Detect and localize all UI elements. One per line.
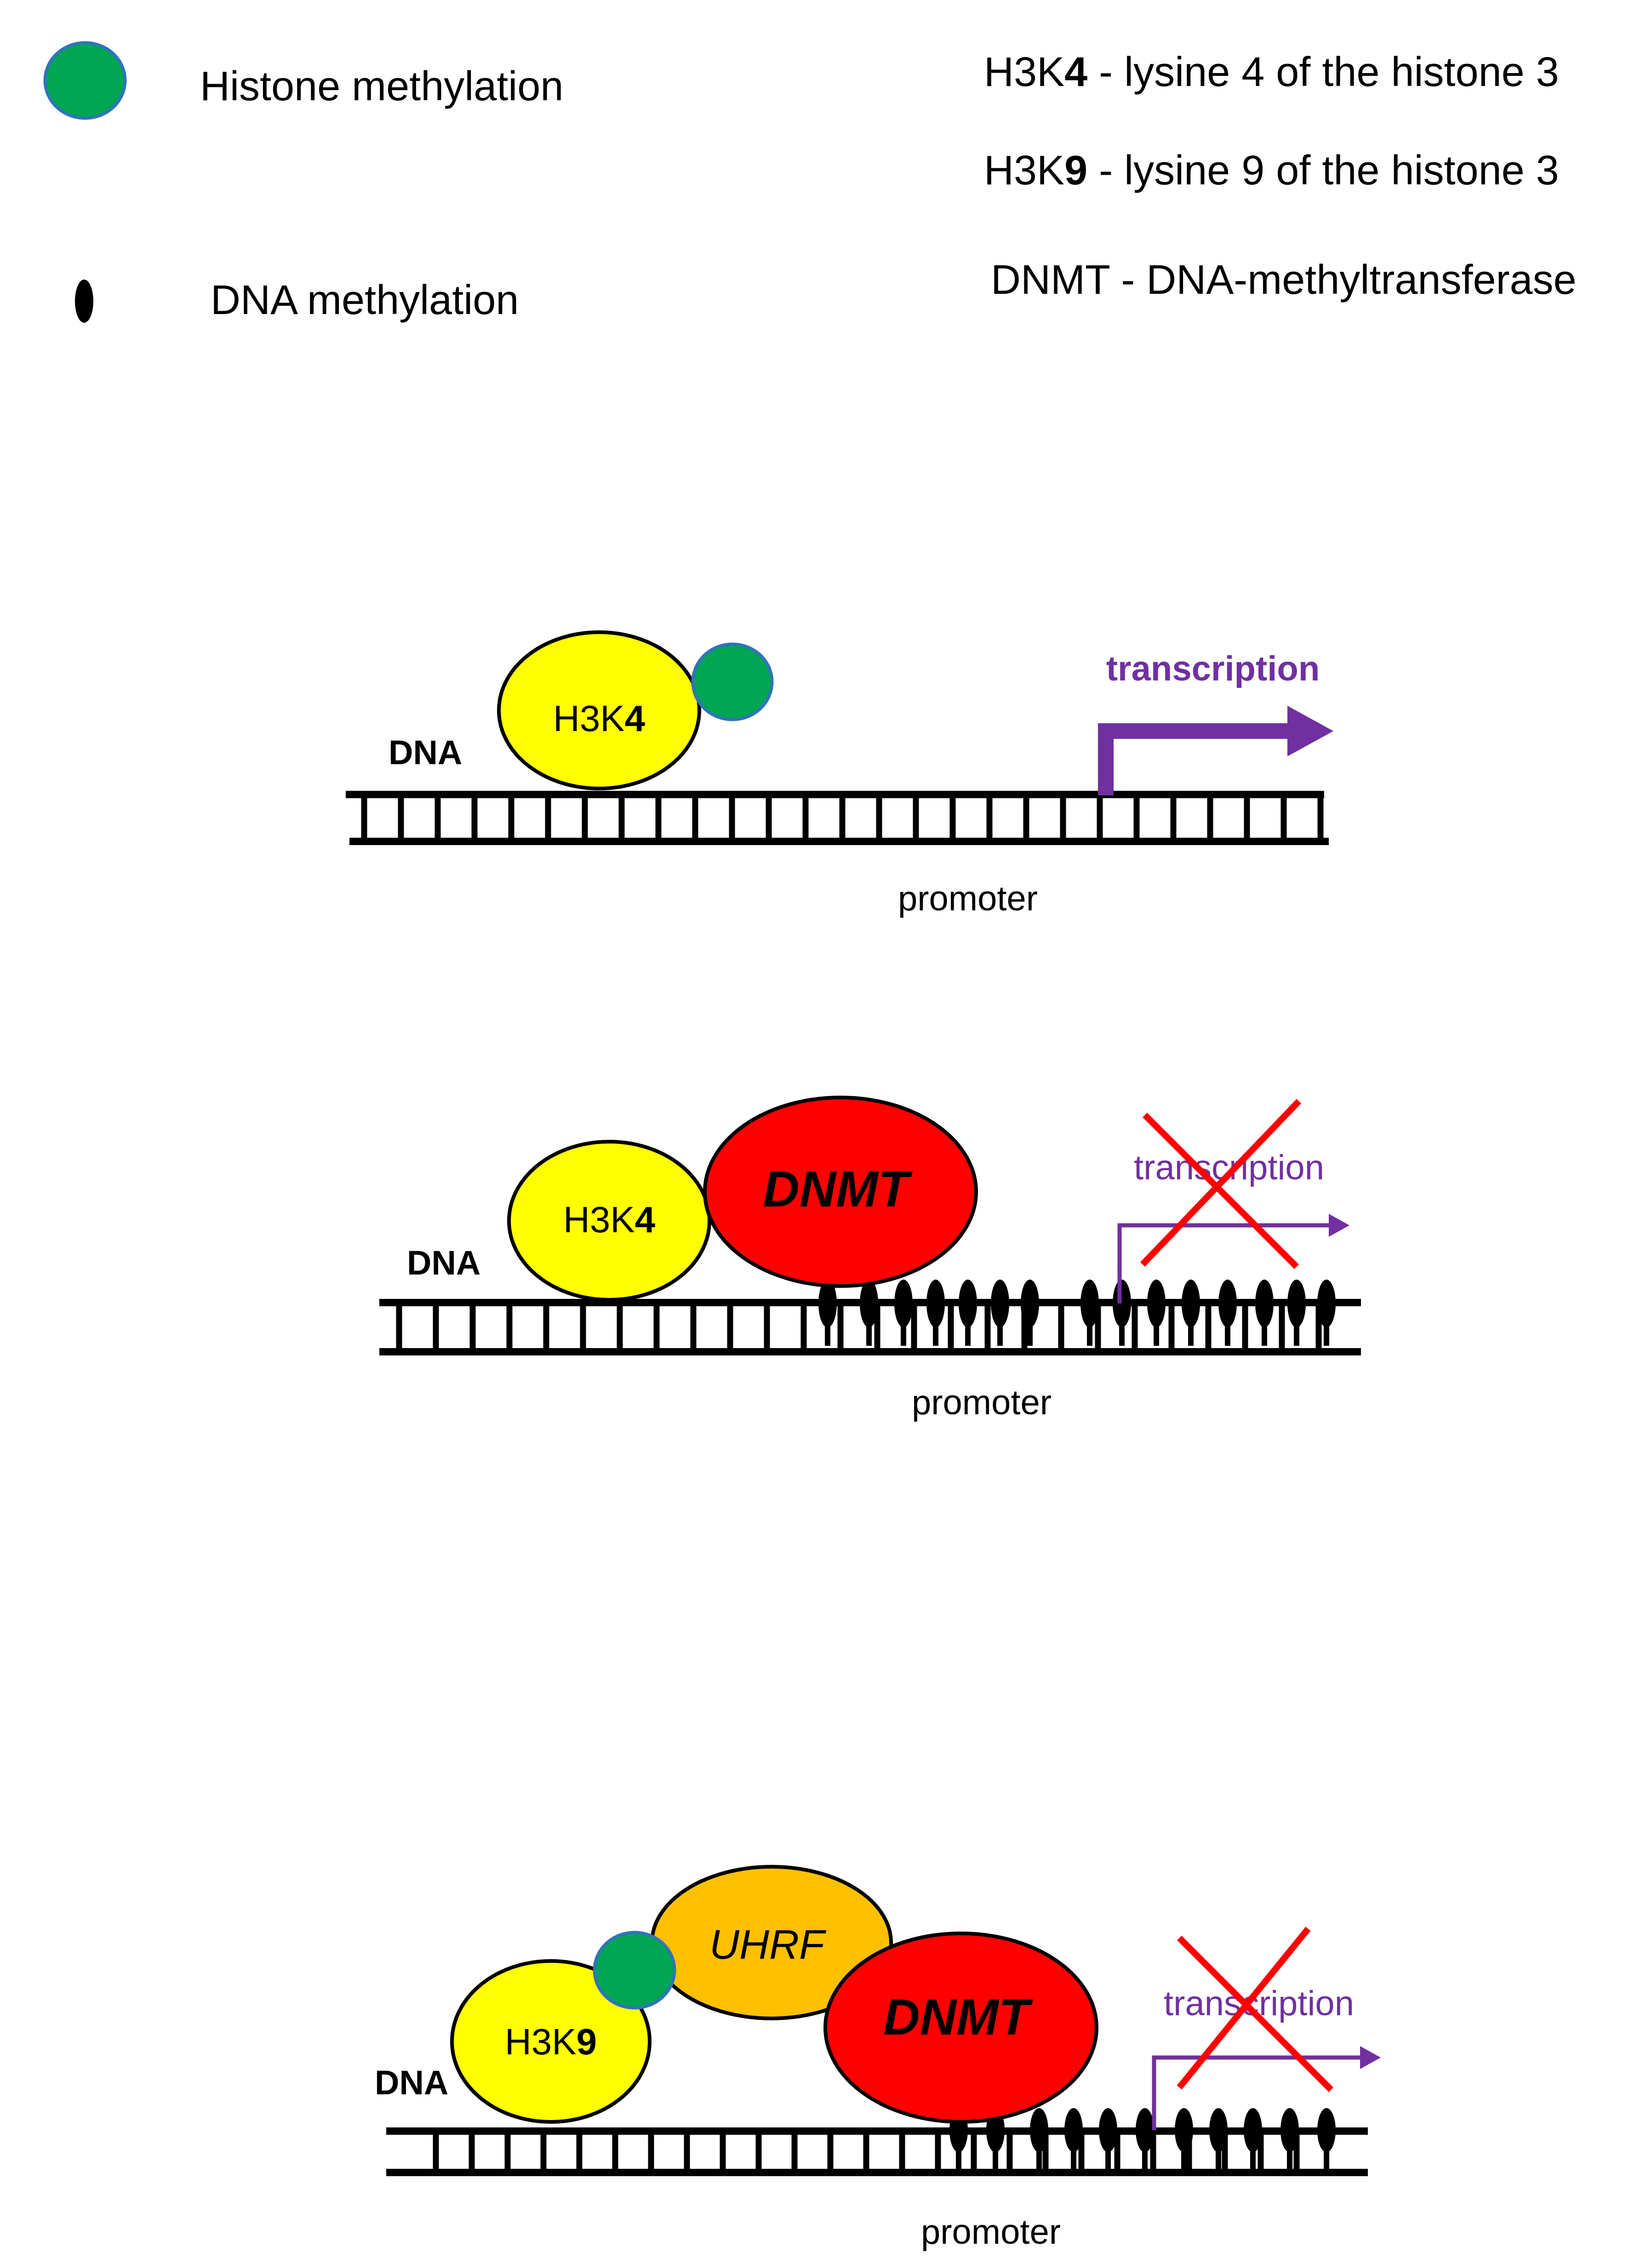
dna-methylation-legend-icon (75, 280, 93, 323)
dna-label: DNA (375, 2064, 448, 2102)
h3k9-definition: H3K9 - lysine 9 of the histone 3 (984, 148, 1559, 194)
panel-uhrf-dnmt-silencing: UHRF DNMT H3K9 DNA transcription promote… (375, 1865, 1381, 2252)
dna-double-strand (346, 791, 1329, 845)
dna-methylation-marks (818, 1280, 1336, 1346)
legend: Histone methylation DNA methylation H3K4… (43, 41, 1577, 323)
dna-double-strand (386, 2127, 1368, 2176)
h3k4-histone-label: H3K4 (563, 1199, 656, 1240)
dna-label: DNA (389, 733, 462, 772)
dna-label: DNA (407, 1244, 480, 1282)
histone-methylation-mark (593, 1931, 676, 2010)
histone-methylation-legend-label: Histone methylation (200, 63, 563, 109)
h3k4-histone (497, 630, 701, 790)
transcription-arrow (1117, 1214, 1349, 1303)
transcription-label: transcription (1106, 649, 1320, 688)
transcription-arrow (1098, 706, 1333, 795)
panel-active-transcription: DNA H3K4 transcription promoter (346, 630, 1333, 918)
histone-methylation-legend-icon (43, 41, 127, 120)
promoter-label: promoter (912, 1383, 1052, 1422)
dnmt-definition: DNMT - DNA-methyltransferase (991, 257, 1577, 303)
h3k9-histone (450, 1959, 652, 2124)
h3k9-histone-label: H3K9 (505, 2021, 597, 2062)
dnmt-enzyme-label: DNMT (763, 1161, 913, 1218)
promoter-label: promoter (921, 2212, 1061, 2252)
panel-dnmt-silencing: DNA H3K4 DNMT transcription promoter (379, 1096, 1361, 1422)
dnmt-enzyme (703, 1096, 978, 1288)
transcription-blocked-cross (1177, 1926, 1333, 2092)
dnmt-enzyme-label: DNMT (883, 1989, 1033, 2046)
uhrf-protein-label: UHRF (709, 1922, 827, 1968)
transcription-label: transcription (1134, 1148, 1324, 1187)
dnmt-enzyme (823, 1932, 1098, 2124)
transcription-blocked-cross (1140, 1099, 1302, 1269)
histone-methylation-mark (691, 642, 774, 721)
h3k4-histone-label: H3K4 (553, 698, 646, 739)
h3k4-definition: H3K4 - lysine 4 of the histone 3 (984, 49, 1559, 95)
dna-methylation-legend-label: DNA methylation (211, 277, 519, 323)
promoter-label: promoter (898, 879, 1038, 918)
